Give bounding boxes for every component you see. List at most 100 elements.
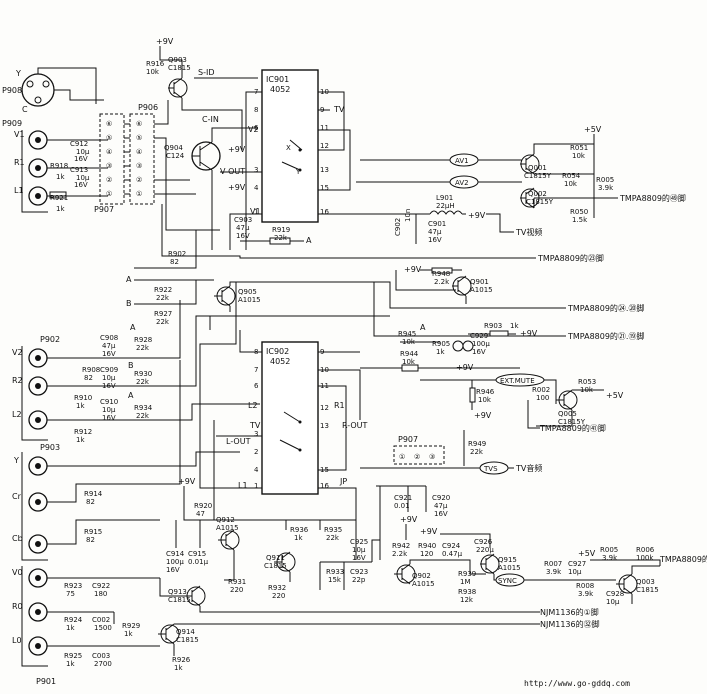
ic901-tv: TV (333, 105, 345, 114)
svg-text:4: 4 (254, 466, 259, 474)
rail-9v-q915: +9V (420, 527, 438, 536)
rail-9v-top: +9V (156, 37, 174, 46)
r923-value: 75 (66, 590, 75, 598)
c909-v1: 10μ (102, 374, 116, 382)
r940-name: R940 (418, 542, 436, 550)
r949-name: R949 (468, 440, 486, 448)
p907-connector: P907 ⑥ ⑤ ④ ③ ② ① (94, 113, 125, 214)
c925-name: C925 (350, 538, 368, 546)
c922-name: C926 (474, 538, 493, 546)
rail-5v-q003: +5V (578, 549, 596, 558)
signal-a-ic901: A (306, 236, 312, 245)
r939-value: 1M (460, 578, 471, 586)
jack-v0: V0 (12, 568, 160, 588)
signal-b-r930: B (128, 361, 134, 370)
q914-name: Q914 (176, 628, 195, 636)
r925-name: R925 (64, 652, 82, 660)
r002-value: 100 (536, 394, 549, 402)
svg-text:15: 15 (320, 184, 329, 192)
label-r1: R1 (14, 158, 25, 167)
out-tmpa-23: TMPA8809的㉓脚 (537, 253, 604, 263)
svg-text:7: 7 (254, 366, 258, 374)
ic901-v2: V2 (248, 125, 259, 134)
q902-part: A1015 (412, 580, 435, 588)
q904-name: Q904 (164, 144, 183, 152)
r005-name: R005 (596, 176, 614, 184)
c908-name: C908 (100, 334, 118, 342)
svg-text:2: 2 (254, 448, 258, 456)
tvs-signal: TVS (360, 461, 514, 475)
q002-name: Q002 (528, 190, 547, 198)
q904-transistor: Q904 C124 C-IN (164, 115, 258, 250)
p907b-pin-2: ② (414, 453, 420, 461)
p906-pin-1: ① (136, 190, 142, 198)
q003-transistor: Q003 C1815 (616, 573, 659, 595)
r931-value: 220 (230, 586, 243, 594)
c003-name: C928 (606, 590, 624, 598)
p907-pin-2: ② (106, 176, 112, 184)
c920-v1: 47μ (434, 502, 448, 510)
r912-value: 1k (76, 436, 85, 444)
r923-name: R923 (64, 582, 82, 590)
c002-v1: 10μ (568, 568, 582, 576)
label-y: Y (13, 456, 19, 465)
c914-v2: 16V (166, 566, 180, 574)
jack-r1: R1 (14, 158, 108, 178)
p907-pin-4: ④ (106, 148, 112, 156)
q904-part: C124 (166, 152, 185, 160)
ic902-l-out: L-OUT (226, 437, 251, 446)
r930-name: R930 (134, 370, 152, 378)
q003-part: C1815 (636, 586, 659, 594)
q001-transistor: Q001 C1815Y (520, 153, 552, 180)
out-tv-audio: TV音频 (515, 463, 542, 473)
r051-value: 10k (572, 152, 586, 160)
label-l2: L2 (12, 410, 22, 419)
rail-5v-r053: +5V (606, 391, 624, 400)
signal-sync: SYNC (498, 577, 517, 585)
q005-name: Q005 (558, 410, 577, 418)
c909-v2: 16V (102, 382, 116, 390)
ic902-tv: TV (249, 421, 261, 430)
q913-transistor: Q913 C1815 (168, 585, 206, 607)
svg-text:4: 4 (254, 184, 259, 192)
q901-part: A1015 (470, 286, 493, 294)
label-cb: Cb (12, 534, 23, 543)
jack-v1: V1 (14, 130, 108, 150)
q915-transistor: Q915 A1015 (480, 553, 521, 575)
q905-part: A1015 (238, 296, 261, 304)
jack-v2: V2 (12, 300, 181, 368)
c922-v1: 220μ (476, 546, 494, 554)
q003-name: Q003 (636, 578, 655, 586)
out-tmpa-61: TMPA8809的㊶脚 (539, 423, 606, 433)
label-p909: P909 (2, 119, 22, 128)
c923-v1: 22p (352, 576, 366, 584)
ic901-part: 4052 (270, 85, 290, 94)
q901-name: Q901 (470, 278, 489, 286)
c910-v1: 10μ (102, 406, 116, 414)
r924-value: 1k (66, 624, 75, 632)
p907b-connector: P907 ① ② ③ (393, 435, 445, 465)
r050-value: 1.5k (572, 216, 588, 224)
c901-v2: 16V (428, 236, 442, 244)
r946-value: 10k (478, 396, 492, 404)
rail-5v-q001: +5V (584, 125, 602, 134)
c913-v1: 10μ (76, 174, 90, 182)
c913-v2: 16V (74, 181, 88, 189)
svg-text:3: 3 (254, 166, 258, 174)
r007-name: R007 (544, 560, 562, 568)
c901-name: C901 (428, 220, 446, 228)
signal-c-in: C-IN (202, 115, 219, 124)
r915-name: R915 (84, 528, 102, 536)
ic902-l2: L2 (248, 401, 258, 410)
c902-name: C902 (394, 218, 402, 236)
r939-name: R939 (458, 570, 476, 578)
r935-value: 22k (326, 534, 340, 542)
r007-value: 3.9k (546, 568, 562, 576)
signal-a-r928: A (130, 323, 136, 332)
rail-9v-ic901-b: +9V (228, 183, 246, 192)
rail-9v-r903: +9V (520, 329, 538, 338)
q005-transistor: Q005 C1815Y (556, 389, 586, 426)
r938-value: 12k (460, 596, 474, 604)
c901-v1: 47μ (428, 228, 442, 236)
